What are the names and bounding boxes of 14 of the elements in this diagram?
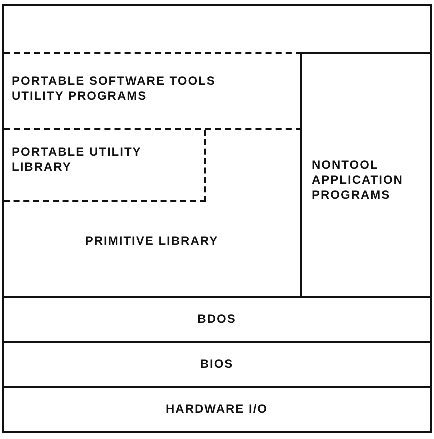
layer-box xyxy=(4,130,302,298)
layer-band xyxy=(2,296,432,343)
layer-box xyxy=(4,52,302,130)
system-frame xyxy=(2,4,432,298)
layer-label: PRIMITIVE LIBRARY xyxy=(84,234,220,249)
layer-label: BIOS xyxy=(199,357,235,372)
layer-label: PORTABLE UTILITY LIBRARY xyxy=(12,145,143,175)
layer-band xyxy=(2,386,432,433)
layer-label: NONTOOL APPLICATION PROGRAMS xyxy=(312,158,404,203)
layer-label: BDOS xyxy=(196,312,238,327)
layer-label: HARDWARE I/O xyxy=(165,402,269,417)
layer-box xyxy=(4,130,206,202)
layer-label: PORTABLE SOFTWARE TOOLS UTILITY PROGRAMS xyxy=(12,74,217,104)
layer-band xyxy=(2,341,432,388)
